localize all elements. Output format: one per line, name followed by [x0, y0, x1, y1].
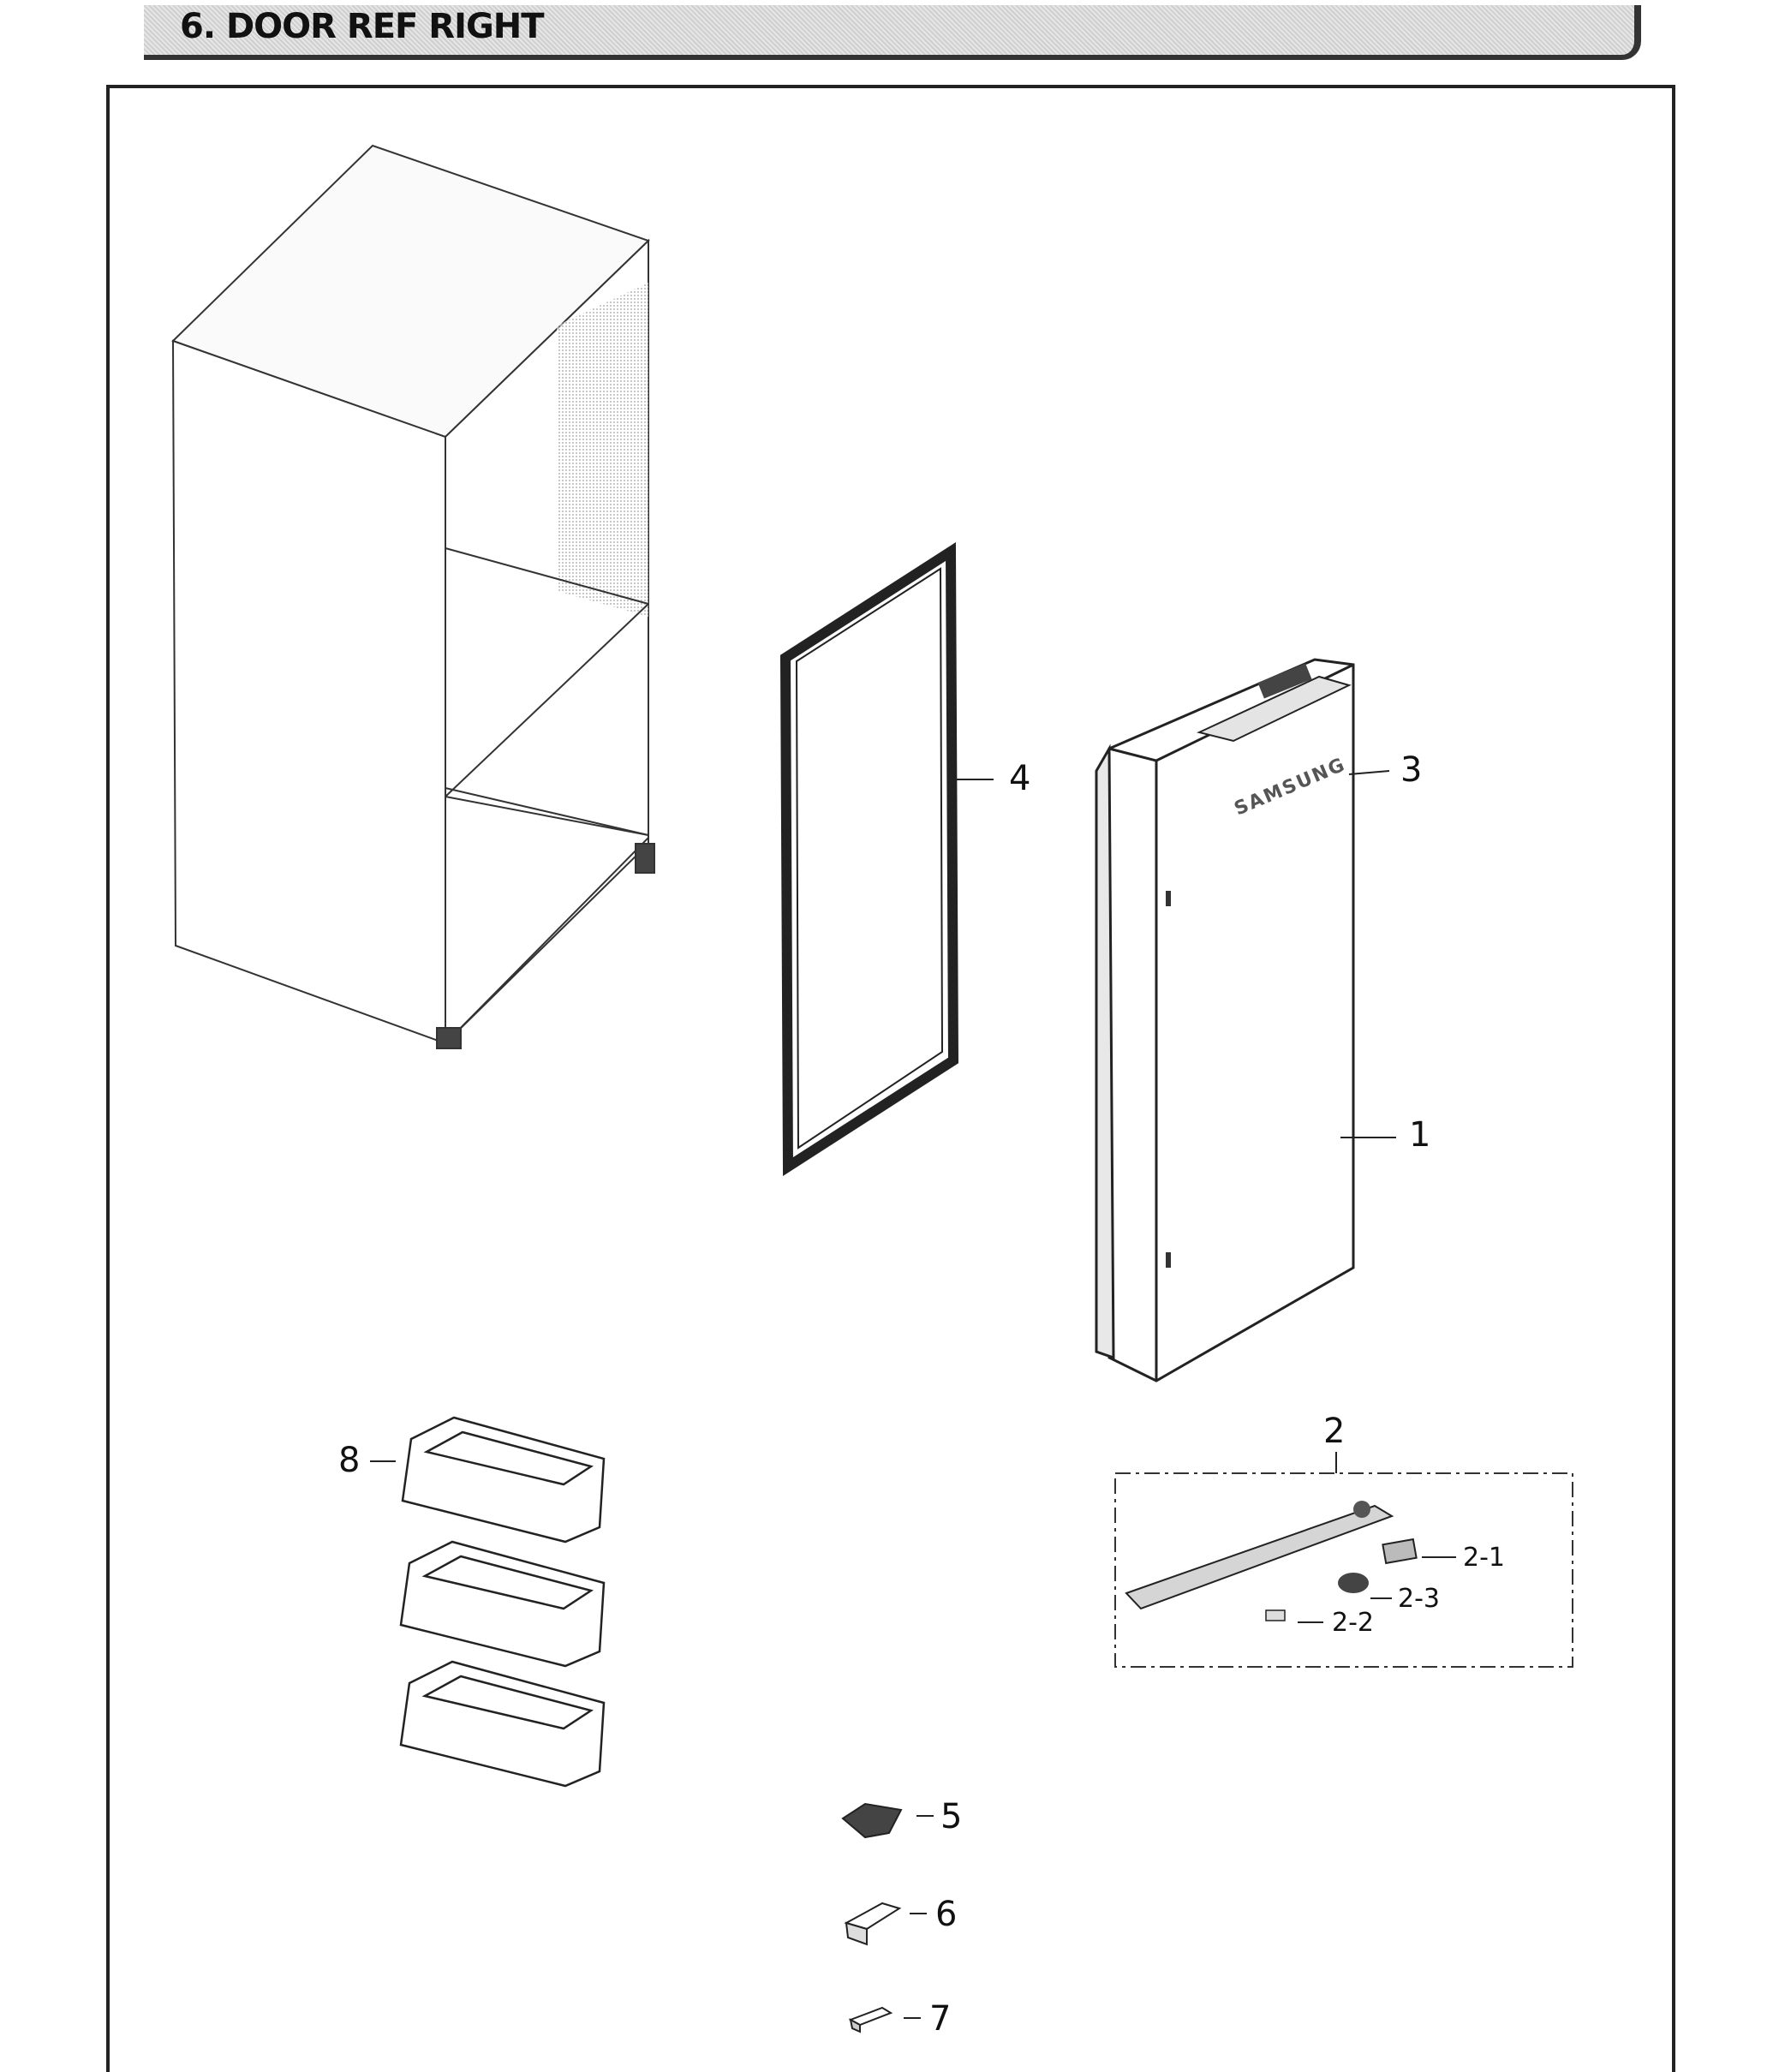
section-header-bar: [144, 5, 1641, 60]
refrigerator-cabinet: [171, 144, 655, 1049]
callout-leaders: [370, 770, 1456, 2019]
hinge-assembly-box: [1114, 1472, 1573, 1668]
callout-8: 8: [338, 1441, 360, 1480]
callout-5: 5: [940, 1797, 962, 1836]
callout-3: 3: [1400, 750, 1422, 790]
callout-2-1: 2-1: [1463, 1543, 1505, 1573]
door-gasket: [779, 542, 959, 1176]
door-guard-bottom: [399, 1660, 606, 1788]
small-part-6: [844, 1902, 902, 1946]
door-guard-middle: [399, 1540, 606, 1668]
callout-2-3: 2-3: [1398, 1584, 1440, 1614]
callout-6: 6: [935, 1895, 957, 1934]
callout-7: 7: [929, 1999, 951, 2039]
door-assembly: [1095, 658, 1355, 1382]
callout-4: 4: [1009, 759, 1030, 798]
callout-2-2: 2-2: [1332, 1608, 1374, 1638]
small-part-7: [848, 2006, 893, 2033]
small-part-5: [841, 1802, 903, 1839]
door-guards: [399, 1416, 606, 1788]
section-title: 6. DOOR REF RIGHT: [180, 7, 545, 46]
callout-1: 1: [1409, 1115, 1430, 1155]
callout-2: 2: [1323, 1412, 1345, 1451]
door-guard-top: [401, 1416, 606, 1544]
diagram-frame: [106, 85, 1675, 2072]
